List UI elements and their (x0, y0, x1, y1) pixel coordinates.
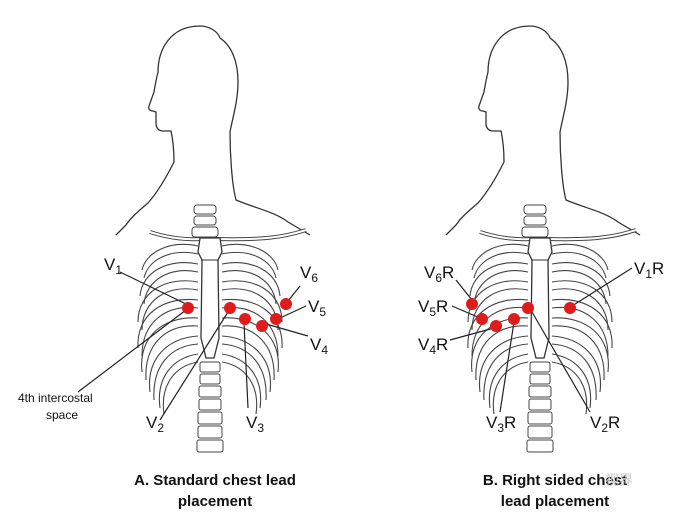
label-v3: V3 (246, 413, 264, 435)
electrode-v1 (182, 302, 194, 314)
caption-panel-a: A. Standard chest lead placement (134, 472, 296, 510)
caption-panel-b: B. Right sided chest lead placement (482, 472, 628, 510)
label-v5: V5 (308, 297, 326, 319)
label-v2r: V2R (590, 413, 620, 435)
panel-a-figure (114, 24, 312, 454)
electrode-v3r (508, 313, 520, 325)
label-v5r: V5R (418, 297, 448, 319)
watermark-text: 视界 (605, 472, 633, 488)
label-v4: V4 (310, 335, 328, 357)
panel-a-labels: V1 V2 V3 V4 V5 V6 4th intercostal space (18, 255, 328, 435)
electrode-v4 (256, 320, 268, 332)
label-v4r: V4R (418, 335, 448, 357)
label-v3r: V3R (486, 413, 516, 435)
panel-b-figure (444, 24, 642, 454)
label-v6: V6 (300, 263, 318, 285)
panel-b-labels: V1R V2R V3R V4R V5R V6R (418, 259, 664, 435)
electrode-v1r (564, 302, 576, 314)
electrode-v2r (522, 302, 534, 314)
label-intercostal-line2: space (46, 408, 78, 422)
electrode-v3 (239, 313, 251, 325)
label-v1: V1 (104, 255, 122, 277)
label-v1r: V1R (634, 259, 664, 281)
label-v2: V2 (146, 413, 164, 435)
electrode-v2 (224, 302, 236, 314)
electrode-v6 (280, 298, 292, 310)
panel-a-electrodes (182, 298, 292, 332)
label-v6r: V6R (424, 263, 454, 285)
panel-b-leader-lines (449, 267, 633, 413)
label-intercostal-line1: 4th intercostal (18, 391, 93, 405)
chest-lead-diagram: V1 V2 V3 V4 V5 V6 4th intercostal space … (18, 24, 664, 454)
electrode-v5r (476, 313, 488, 325)
electrode-v5 (270, 313, 282, 325)
electrode-v6r (466, 298, 478, 310)
electrode-v4r (490, 320, 502, 332)
panel-a-leader-lines (77, 271, 309, 421)
panel-b-electrodes (466, 298, 576, 332)
